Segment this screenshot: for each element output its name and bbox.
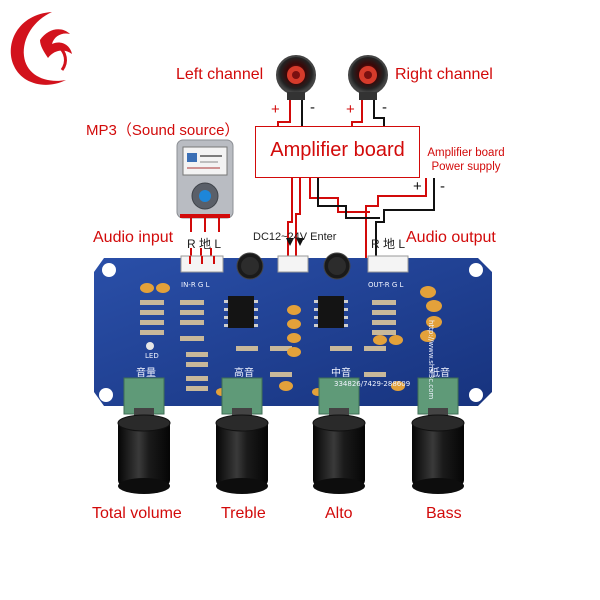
brand-logo (10, 12, 72, 85)
power-plus-marker: + (413, 178, 422, 195)
amplifier-board-label: Amplifier board (270, 139, 405, 161)
input-pins-label: R 地 L (187, 237, 222, 251)
left-minus-marker: - (310, 99, 315, 116)
pcb-volume-silk: 音量 (136, 368, 156, 379)
right-plus-marker: + (346, 101, 355, 118)
power-supply-line2: Power supply (431, 161, 501, 173)
pcb-led-silk: LED (145, 352, 159, 360)
dc-enter-label: DC12~24V Enter (253, 231, 337, 243)
power-minus-marker: - (440, 178, 445, 195)
treble-label: Treble (221, 505, 266, 522)
audio-input-label: Audio input (93, 229, 174, 246)
pcb-in-pins-silk: IN-R G L (181, 281, 210, 289)
pcb-board (94, 252, 492, 406)
right-channel-label: Right channel (395, 66, 493, 83)
total-volume-label: Total volume (92, 505, 182, 522)
dc-enter-arrows (286, 238, 304, 246)
speaker-wires (277, 100, 385, 126)
pot-total-volume (123, 377, 165, 420)
pcb-url-silk: http://www.shsl3c.com (427, 320, 435, 400)
pcb-code-silk: 334826/7429-288609 (334, 380, 411, 388)
right-speaker (348, 55, 388, 100)
left-plus-marker: + (271, 101, 280, 118)
power-supply-line1: Amplifier board (427, 147, 505, 159)
pcb-bass-silk: 低音 (430, 368, 450, 379)
mp3-player (176, 139, 234, 219)
power-supply-wires (365, 178, 435, 258)
left-speaker (276, 55, 316, 100)
right-minus-marker: - (382, 99, 387, 116)
pcb-treble-silk: 高音 (234, 368, 254, 379)
knob-total-volume[interactable] (117, 414, 171, 494)
pcb-out-pins-silk: OUT-R G L (368, 281, 404, 289)
amplifier-board-box: Amplifier board (255, 126, 420, 178)
knob-treble[interactable] (215, 414, 269, 494)
mp3-source-label: MP3（Sound source） (86, 122, 240, 139)
pot-alto (318, 377, 360, 420)
pot-treble (221, 377, 263, 420)
audio-output-label: Audio output (406, 229, 496, 246)
pcb-mid-silk: 中音 (331, 368, 351, 379)
knob-bass[interactable] (411, 414, 465, 494)
alto-label: Alto (325, 505, 353, 522)
left-channel-label: Left channel (176, 66, 264, 83)
bass-label: Bass (426, 505, 462, 522)
power-supply-label: Amplifier board Power supply (420, 146, 512, 174)
output-pins-label: R 地 L (371, 237, 406, 251)
pot-bass (417, 377, 459, 420)
knob-alto[interactable] (312, 414, 366, 494)
